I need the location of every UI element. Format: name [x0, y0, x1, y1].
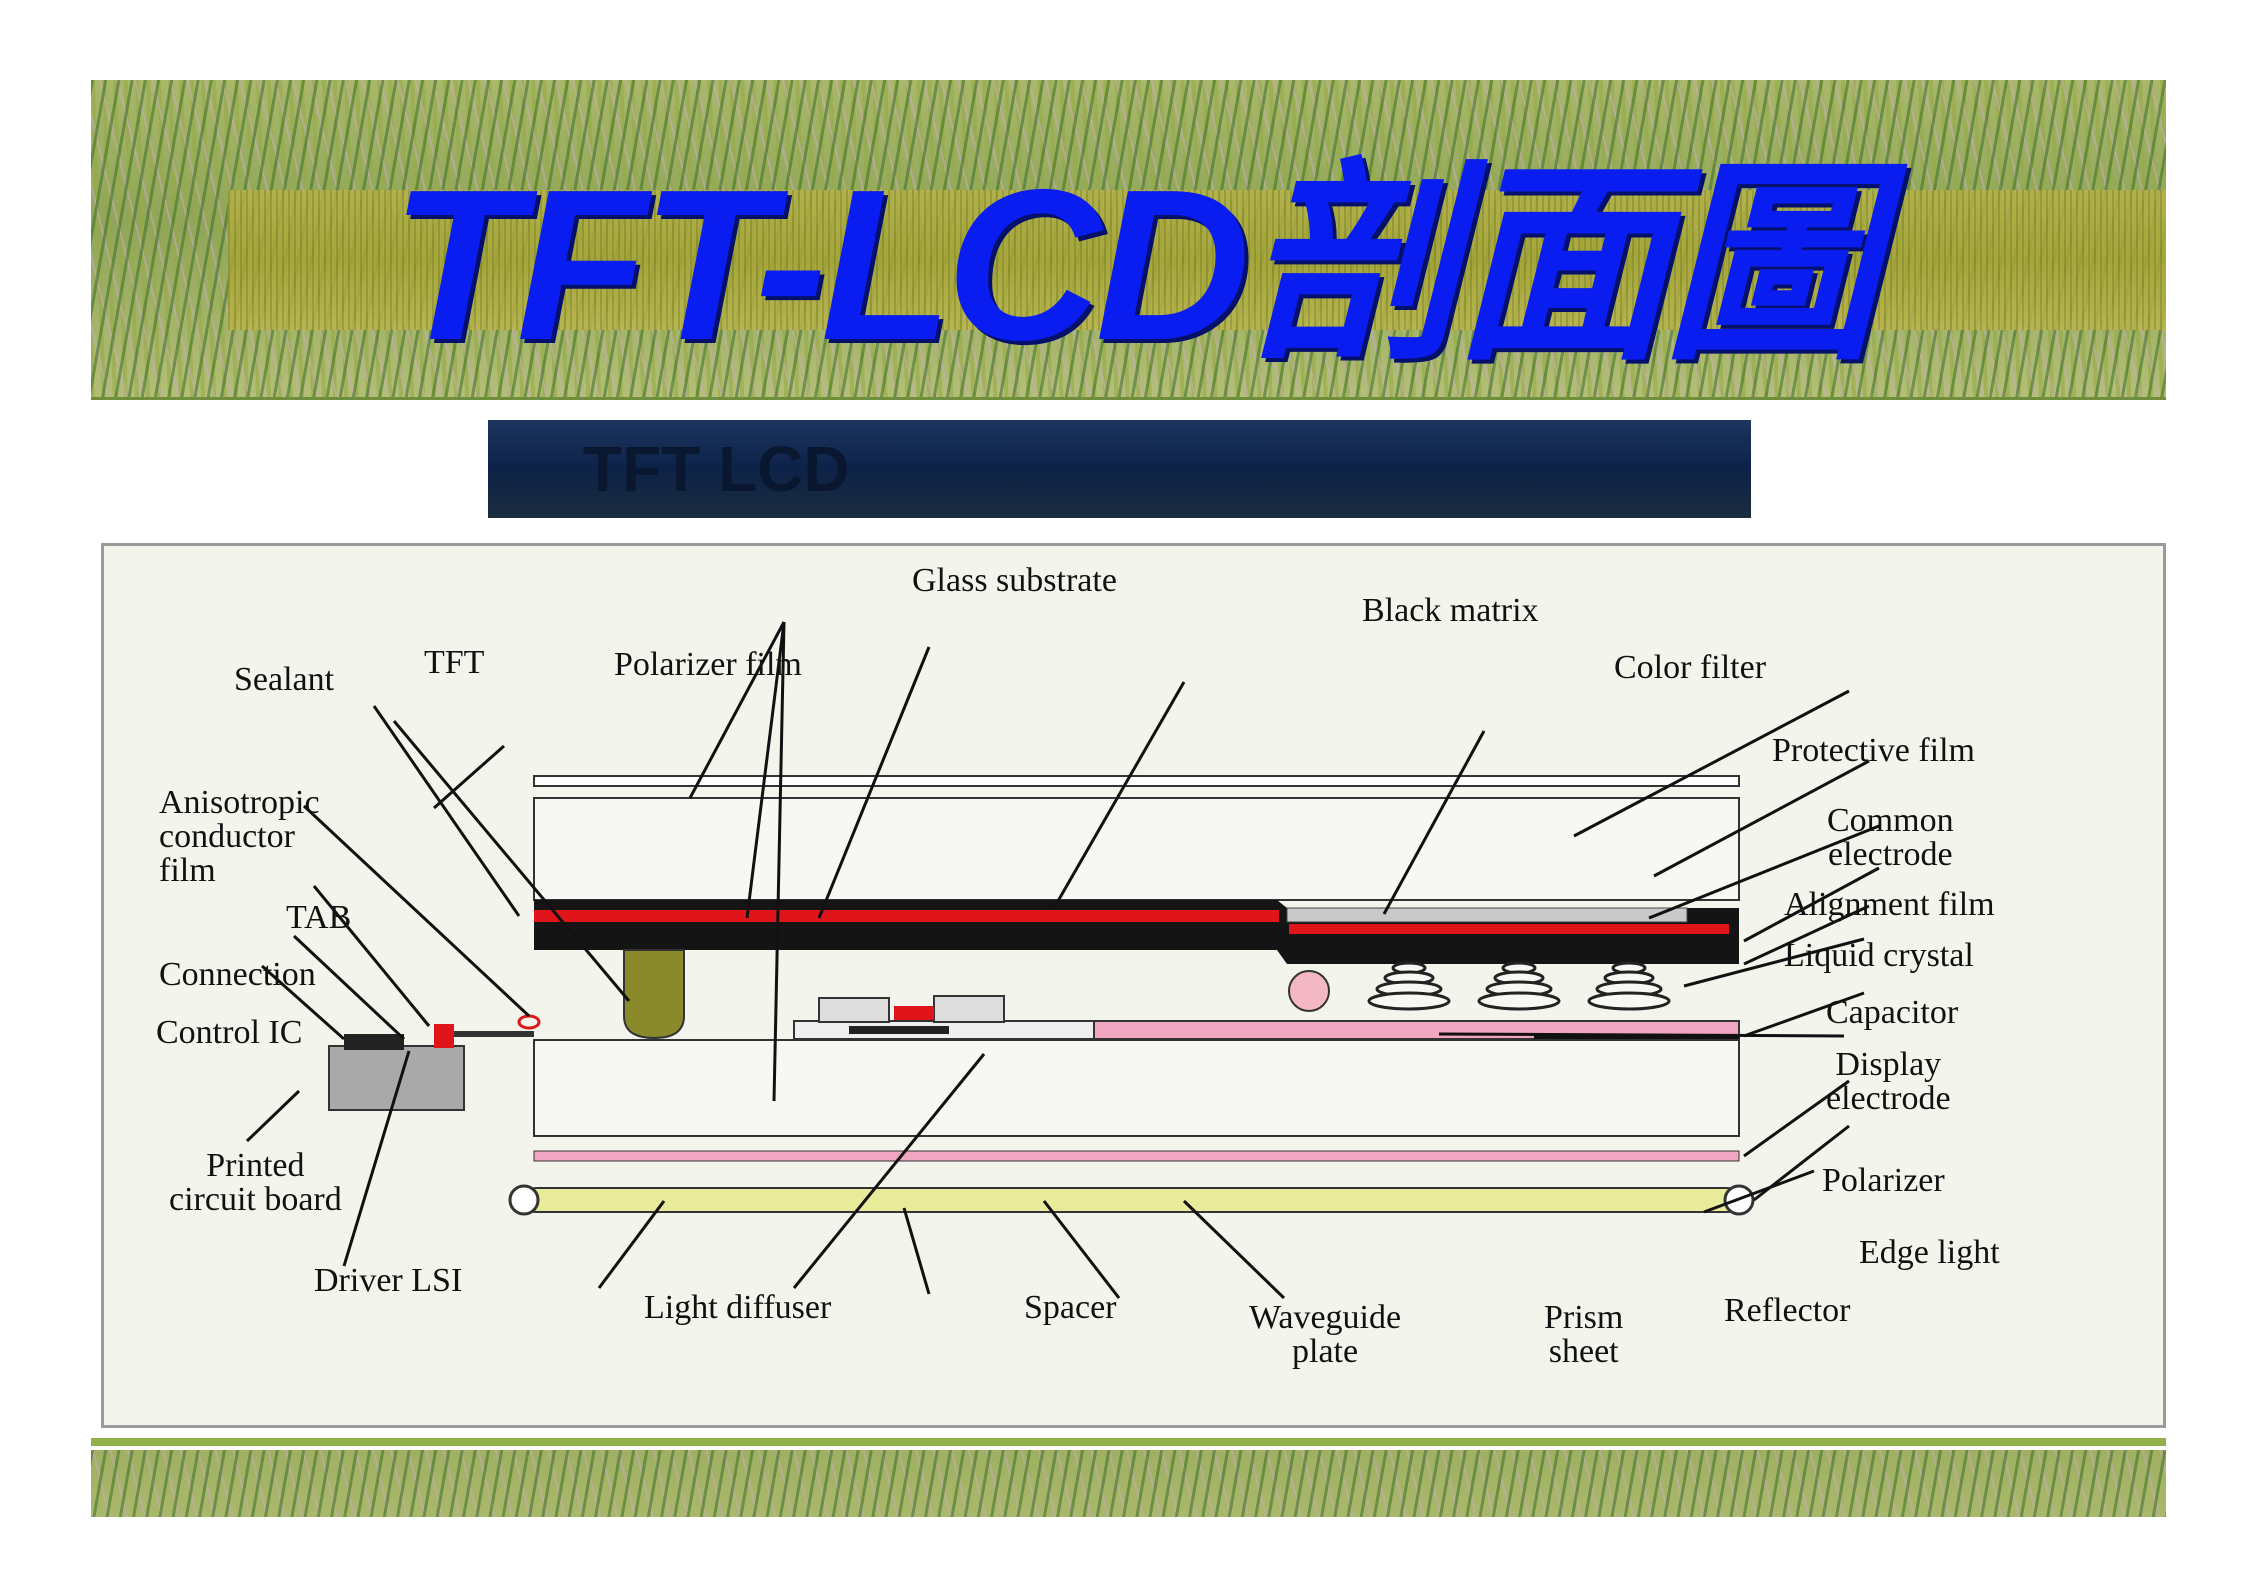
figure-header-text-left: TFT LCD — [583, 433, 850, 505]
red-color-filter-line — [1289, 924, 1729, 934]
label-common-electrode: Common electrode — [1827, 802, 1954, 873]
tab-connector — [454, 1031, 534, 1037]
grass-background-bottom — [91, 1438, 2166, 1517]
label-sealant: Sealant — [234, 661, 335, 698]
leader-lines — [245, 621, 1880, 1300]
label-color-filter: Color filter — [1614, 649, 1767, 686]
label-waveguide-plate: Waveguide plate — [1249, 1299, 1402, 1370]
upper-glass-substrate — [533, 797, 1740, 901]
slide: TFT-LCD剖面圖 TFT LCD — [91, 80, 2166, 1517]
sealant-column — [623, 949, 685, 1040]
header-rule — [91, 397, 2166, 400]
label-edge-light: Edge light — [1859, 1234, 2000, 1271]
label-protective-film: Protective film — [1772, 732, 1976, 769]
control-ic — [344, 1034, 404, 1050]
tft-gate-right — [933, 995, 1005, 1023]
printed-circuit-board — [328, 1045, 465, 1111]
label-reflector: Reflector — [1724, 1292, 1851, 1329]
label-capacitor: Capacitor — [1826, 994, 1959, 1031]
liquid-crystal-molecules — [1367, 961, 1671, 1011]
label-alignment-film: Alignment film — [1784, 886, 1995, 923]
label-display-electrode: Display electrode — [1826, 1046, 1951, 1117]
label-glass-substrate: Glass substrate — [912, 562, 1117, 599]
figure-header-bar: TFT LCD — [488, 420, 1751, 518]
waveguide-plate — [523, 1187, 1740, 1213]
label-tft: TFT — [424, 644, 485, 681]
label-control-ic: Control IC — [156, 1014, 303, 1051]
label-spacer: Spacer — [1024, 1289, 1117, 1326]
connection-pad — [434, 1024, 454, 1048]
grass-background-top — [91, 80, 2166, 400]
title-band — [228, 190, 2166, 330]
label-driver-lsi: Driver LSI — [314, 1262, 463, 1299]
slide-title: TFT-LCD剖面圖 — [391, 144, 1878, 385]
lower-glass-substrate — [533, 1039, 1740, 1137]
label-anisotropic-conductor-film: Anisotropic conductor film — [159, 784, 320, 889]
red-sealant-line — [534, 910, 1279, 922]
protective-film — [1286, 907, 1688, 923]
label-black-matrix: Black matrix — [1362, 592, 1539, 629]
diagram-drawing — [245, 621, 1880, 1300]
label-polarizer: Polarizer — [1822, 1162, 1945, 1199]
tft-gate-left — [818, 997, 890, 1023]
top-polarizer-film — [533, 775, 1740, 787]
footer-rule — [91, 1438, 2166, 1446]
bottom-polarizer — [533, 1150, 1740, 1162]
label-liquid-crystal: Liquid crystal — [1784, 937, 1974, 974]
tft-channel — [849, 1026, 949, 1034]
label-connection: Connection — [159, 956, 316, 993]
cross-section-diagram: Glass substrate Black matrix Color filte… — [101, 543, 2166, 1428]
capacitor-bar — [1534, 1034, 1739, 1040]
label-prism-sheet: Prism sheet — [1544, 1299, 1624, 1370]
spacer-sphere — [1288, 970, 1330, 1012]
label-printed-circuit-board: Printed circuit board — [169, 1147, 342, 1218]
tft-red-contact — [894, 1006, 934, 1020]
edge-light-left — [508, 1184, 540, 1216]
label-tab: TAB — [286, 899, 352, 936]
label-light-diffuser: Light diffuser — [644, 1289, 832, 1326]
label-polarizer-film: Polarizer film — [614, 646, 802, 683]
anisotropic-conductor — [517, 1014, 541, 1030]
